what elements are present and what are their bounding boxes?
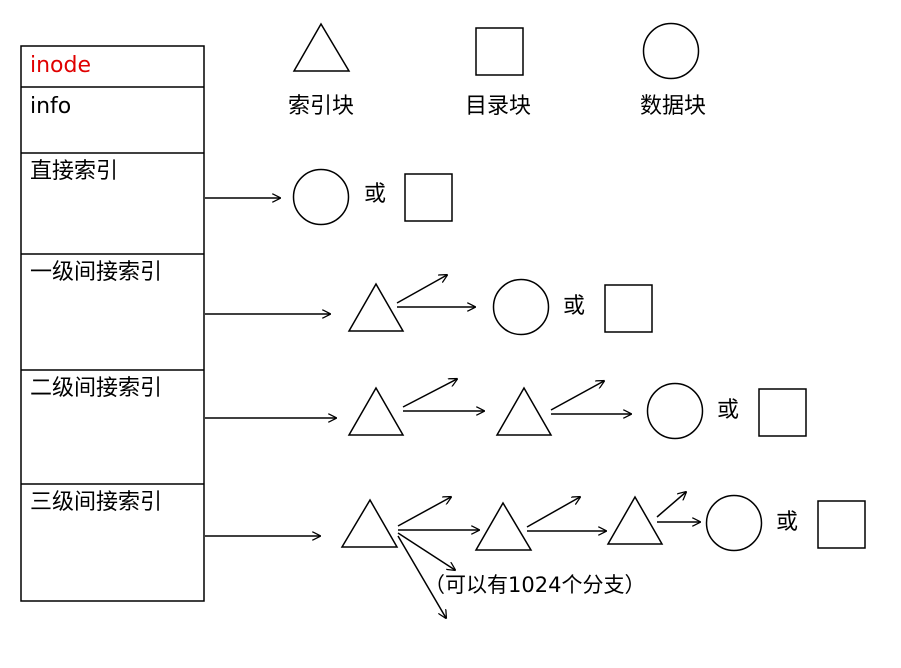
branch-arrow: [526, 497, 580, 528]
directory-block-square: [404, 173, 453, 222]
index-block-triangle: [340, 498, 399, 548]
branch-arrow: [396, 275, 447, 304]
triple-indirect-row-label: 三级间接索引: [30, 490, 163, 515]
branch-arrow: [402, 379, 457, 408]
direct-index-row-label: 直接索引: [30, 159, 119, 184]
or-label: 或: [717, 398, 740, 423]
double-indirect-row-label: 二级间接索引: [30, 376, 163, 401]
or-label: 或: [364, 182, 387, 207]
inode-table: [20, 45, 205, 602]
branch-arrow: [397, 532, 455, 570]
branch-count-note: （可以有1024个分支）: [424, 573, 646, 597]
data-block-circle: [705, 494, 763, 552]
index-block-triangle: [474, 501, 533, 551]
index-block-triangle: [606, 495, 664, 545]
index-block-triangle: [347, 282, 405, 332]
branch-arrow: [656, 492, 686, 518]
directory-block-square: [817, 500, 866, 549]
or-label: 或: [776, 510, 799, 535]
info-row-label: info: [30, 94, 72, 119]
directory-block-legend-square: [475, 27, 524, 76]
index-block-legend-triangle: [292, 22, 351, 72]
directory-block-legend-label: 目录块: [465, 94, 532, 119]
data-block-circle: [292, 168, 350, 226]
index-block-triangle: [347, 386, 405, 436]
directory-block-square: [758, 388, 807, 437]
data-block-legend-label: 数据块: [640, 94, 707, 119]
data-block-legend-circle: [642, 22, 700, 80]
branch-arrow: [397, 535, 446, 618]
branch-arrow: [550, 381, 604, 411]
data-block-circle: [646, 382, 704, 440]
inode-table-border: [20, 45, 205, 602]
directory-block-square: [604, 284, 653, 333]
index-block-legend-label: 索引块: [288, 94, 355, 119]
inode-row-label: inode: [30, 53, 92, 78]
branch-arrow: [397, 497, 451, 527]
single-indirect-row-label: 一级间接索引: [30, 260, 163, 285]
index-block-triangle: [495, 386, 553, 436]
or-label: 或: [563, 294, 586, 319]
data-block-circle: [492, 278, 550, 336]
